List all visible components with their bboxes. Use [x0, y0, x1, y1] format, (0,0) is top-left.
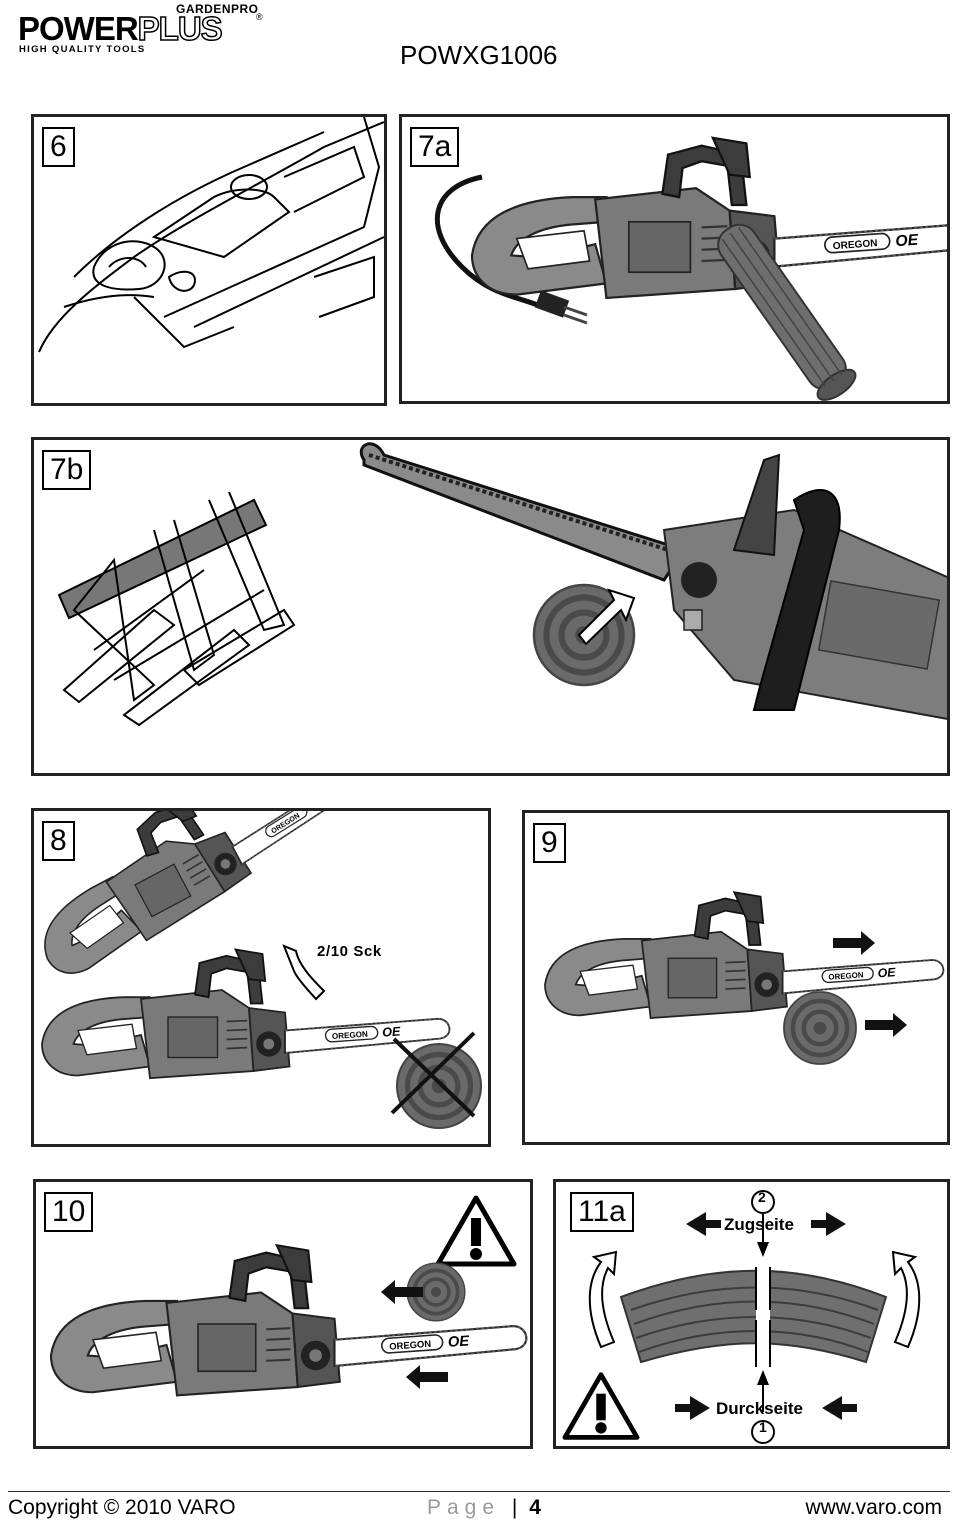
page-separator: | [511, 1496, 518, 1519]
page-indicator: Page | 4 [427, 1496, 541, 1520]
powerplus-logo: GARDENPRO POWERPLUS ® HIGH QUALITY TOOLS [18, 2, 268, 58]
figure-7b: 7b [31, 437, 950, 776]
figure-6: 6 [31, 114, 387, 406]
brand-powerplus: POWERPLUS [18, 10, 223, 47]
page-number: 4 [529, 1496, 541, 1519]
figure-label: 6 [42, 127, 75, 167]
figure-label: 7b [42, 450, 92, 490]
figure-11a: 11a Zugseite Durckseite 2 1 [553, 1179, 950, 1449]
figure-label: 8 [42, 821, 75, 861]
figure-7a: 7a [399, 114, 950, 404]
pushback-warning-photo [544, 891, 945, 1145]
figure-label: 9 [533, 823, 566, 863]
footer-divider [8, 1491, 950, 1492]
figure-10: 10 [33, 1179, 533, 1449]
tension-compression-diagram [556, 1190, 921, 1444]
kickback-warning-photo [34, 811, 491, 1147]
tension-side-label: Zugseite [724, 1215, 794, 1234]
website-link[interactable]: www.varo.com [805, 1496, 942, 1519]
model-number: POWXG1006 [400, 40, 558, 70]
figure-8: 8 2/10 Sck [31, 808, 491, 1147]
figure-label: 11a [570, 1192, 634, 1232]
kickback-angle-caption: 2/10 Sck [317, 943, 382, 960]
compression-side-label: Durckseite [716, 1399, 803, 1418]
copyright-text: Copyright © 2010 VARO [8, 1496, 236, 1519]
brand-gardenpro: GARDENPRO [176, 2, 259, 16]
figure-label: 10 [44, 1192, 94, 1232]
correct-cutting-photo [49, 1182, 528, 1397]
figure-9: 9 [522, 810, 950, 1145]
brand-registered-mark: ® [256, 12, 263, 22]
tension-number: 2 [758, 1189, 766, 1205]
page-word: Page [427, 1496, 501, 1519]
cable-strain-relief-drawing [38, 117, 384, 353]
compression-number: 1 [759, 1419, 767, 1435]
sawhorse-and-log-cut-drawing [57, 442, 947, 727]
chainsaw-with-cable-photo [434, 136, 947, 401]
brand-tagline: HIGH QUALITY TOOLS [19, 44, 146, 55]
figure-label: 7a [410, 127, 460, 167]
